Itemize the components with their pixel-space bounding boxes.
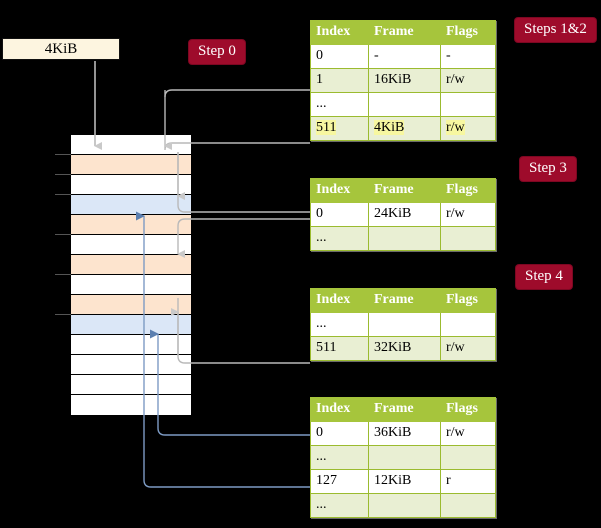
table-cell-frame: 36KiB [368,421,441,446]
memory-frame-row [71,315,191,335]
table-cell-frame: 4KiB [368,116,441,141]
wire-level3-to-memory [177,218,310,258]
table-cell-index: 511 [310,116,369,141]
step-badge-steps12: Steps 1&2 [515,18,596,42]
table-cell-frame [368,493,441,518]
table-row: ... [310,493,496,518]
table-cell-frame: 16KiB [368,68,441,93]
memory-frame-row [71,135,191,155]
table-cell-frame: 12KiB [368,469,441,494]
table-header-flags: Flags [440,20,496,45]
table-header-frame: Frame [368,178,441,203]
table-cell-flags [440,493,496,518]
table-cell-flags: - [440,44,496,69]
table-cell-flags [440,445,496,470]
wire-memory-to-level2 [177,298,310,364]
memory-frame-row [71,335,191,355]
wire-memory-to-level3 [177,152,310,213]
memory-frame-row [71,295,191,315]
table-cell-frame [368,226,441,251]
table-cell-index: ... [310,445,369,470]
memory-column [70,134,191,416]
table-header-frame: Frame [368,397,441,422]
table-cell-index: ... [310,92,369,117]
table-cell-index: 511 [310,336,369,361]
table-cell-flags: r/w [440,116,496,141]
memory-row-tick [55,174,71,175]
table-cell-flags: r/w [440,202,496,227]
table-header-flags: Flags [440,397,496,422]
table-cell-frame: 24KiB [368,202,441,227]
table-cell-index: 0 [310,421,369,446]
table-cell-frame [368,445,441,470]
wire-pml4-row1-in [164,89,310,98]
table-cell-index: 1 [310,68,369,93]
table-header-index: Index [310,20,369,45]
table-header-index: Index [310,178,369,203]
memory-frame-row [71,255,191,275]
memory-frame-row [71,275,191,295]
table-cell-index: 127 [310,469,369,494]
table-cell-index: ... [310,312,369,337]
table-cell-flags: r/w [440,68,496,93]
memory-frame-row [71,215,191,235]
table-row: 0-- [310,44,496,69]
table-cell-frame: - [368,44,441,69]
table-header-index: Index [310,288,369,313]
table-cell-flags [440,92,496,117]
table-cell-flags [440,226,496,251]
table-cell-frame [368,312,441,337]
memory-row-tick [55,274,71,275]
memory-frame-row [71,175,191,195]
memory-frame-row [71,235,191,255]
page-box-label: 4KiB [44,41,78,57]
table-cell-frame [368,92,441,117]
memory-frame-row [71,395,191,415]
table-header-frame: Frame [368,20,441,45]
table-row: ... [310,226,496,251]
table-cell-flags [440,312,496,337]
table-row: ... [310,445,496,470]
table-cell-index: 0 [310,202,369,227]
table-header-flags: Flags [440,288,496,313]
table-cell-index: 0 [310,44,369,69]
table-cell-flags: r/w [440,336,496,361]
memory-frame-row [71,355,191,375]
memory-row-tick [55,234,71,235]
table-cell-index: ... [310,493,369,518]
table-cell-flags: r/w [440,421,496,446]
memory-row-tick [55,314,71,315]
step-badge-step0: Step 0 [189,40,245,64]
memory-frame-row [71,155,191,175]
memory-frame-row [71,375,191,395]
step-badge-step3: Step 3 [520,157,576,181]
table-header-index: Index [310,397,369,422]
table-cell-flags: r [440,469,496,494]
table-header-flags: Flags [440,178,496,203]
memory-frame-row [71,195,191,215]
memory-row-tick [55,154,71,155]
step-badge-step4: Step 4 [516,265,572,289]
table-cell-frame: 32KiB [368,336,441,361]
table-row: ... [310,312,496,337]
page-box-4kib: 4KiB [2,38,120,60]
memory-row-tick [55,194,71,195]
table-header-frame: Frame [368,288,441,313]
table-cell-index: ... [310,226,369,251]
table-row: ... [310,92,496,117]
